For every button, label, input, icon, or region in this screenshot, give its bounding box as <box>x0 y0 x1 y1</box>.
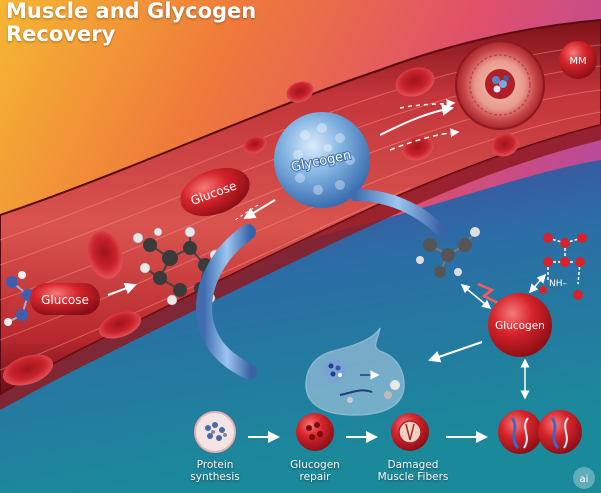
glucogen-label: Glucogen <box>495 320 545 332</box>
step-damaged-fibers <box>391 413 429 451</box>
watermark-text: ai <box>580 474 589 485</box>
step-protein-line2: synthesis <box>190 471 240 483</box>
background-bottom <box>0 160 601 493</box>
step-glucogen-line2: repair <box>299 471 331 483</box>
title-line-2: Recovery <box>6 22 116 46</box>
watermark-badge <box>573 467 595 489</box>
glycogen-ball <box>274 112 370 208</box>
transport-tube-right <box>349 189 446 236</box>
step-glucogen-line1: Glucogen <box>290 459 340 471</box>
title-line-1: Muscle and Glycogen <box>6 0 257 23</box>
step-damaged-line2: Muscle Fibers <box>377 471 449 483</box>
step-repaired-fibers <box>498 410 582 454</box>
page-title: Muscle and Glycogen Recovery <box>6 0 256 46</box>
step-glucogen-repair <box>296 413 334 451</box>
step-protein-line1: Protein <box>196 459 234 471</box>
glucose-capsule-top <box>180 167 250 217</box>
mm-ball <box>559 41 597 79</box>
step-damaged-line1: Damaged <box>387 459 439 471</box>
glucose-left-label: Glucose <box>41 293 89 307</box>
glucose-capsule-left <box>30 283 100 315</box>
step-protein-synthesis <box>194 411 236 453</box>
vessel-cross-section <box>455 40 545 130</box>
mm-label: MM <box>569 56 586 67</box>
vessel-lower-wall <box>0 125 601 410</box>
molecule-cluster-right <box>416 227 480 278</box>
transport-tube-left <box>196 224 258 380</box>
step-label-protein: Protein synthesis <box>180 459 250 483</box>
glucogen-ball <box>488 293 552 357</box>
step-label-glucogen: Glucogen repair <box>280 459 350 483</box>
cell-droplet <box>305 327 405 416</box>
nh-label: NH– <box>549 279 568 289</box>
step-label-damaged: Damaged Muscle Fibers <box>368 459 458 483</box>
